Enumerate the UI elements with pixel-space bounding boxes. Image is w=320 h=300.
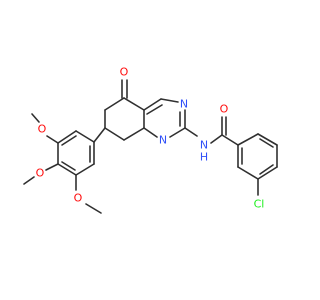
bond (184, 127, 198, 137)
bond (143, 127, 158, 138)
bond (160, 98, 179, 103)
bond (123, 97, 145, 111)
bond (93, 127, 106, 143)
atom-labels: O O N N N H Cl O O O (36, 66, 265, 211)
bond (23, 176, 35, 185)
methoxy-oxygen-2-label: O (36, 167, 45, 180)
amide-oxygen-label: O (220, 103, 229, 116)
structure-diagram: O O N N N H Cl O O O (23, 66, 278, 214)
bond (146, 104, 163, 115)
molecule-canvas: O O N N N H Cl O O O (23, 66, 278, 214)
bond (57, 130, 77, 144)
bond (46, 135, 59, 144)
ring-nitrogen-bottom-label: N (159, 134, 167, 147)
bonds (23, 79, 278, 214)
bond (61, 135, 77, 146)
bond (31, 113, 40, 123)
chlorine-label: Cl (254, 198, 265, 211)
bond (257, 166, 278, 180)
bond (75, 163, 95, 176)
bond (57, 163, 77, 176)
bond (75, 130, 95, 143)
bond (259, 164, 274, 175)
bond (257, 133, 278, 146)
methoxy-oxygen-1-label: O (38, 123, 47, 136)
ring-nitrogen-top-label: N (180, 98, 188, 111)
bond (61, 161, 76, 171)
bond (237, 166, 259, 180)
bond (104, 97, 125, 111)
bond (104, 127, 125, 141)
amide-nitrogen-label: N (200, 139, 208, 152)
amide-hydrogen-label: H (200, 151, 208, 164)
bond (123, 127, 145, 141)
methoxy-oxygen-3-label: O (74, 192, 83, 205)
bond (45, 163, 59, 171)
ketone-oxygen-label: O (120, 66, 129, 79)
bond (210, 134, 223, 144)
bond (85, 203, 102, 214)
bond (237, 133, 259, 146)
bond (143, 98, 162, 111)
bond (221, 134, 239, 146)
bond (169, 127, 186, 138)
bond (259, 138, 274, 148)
